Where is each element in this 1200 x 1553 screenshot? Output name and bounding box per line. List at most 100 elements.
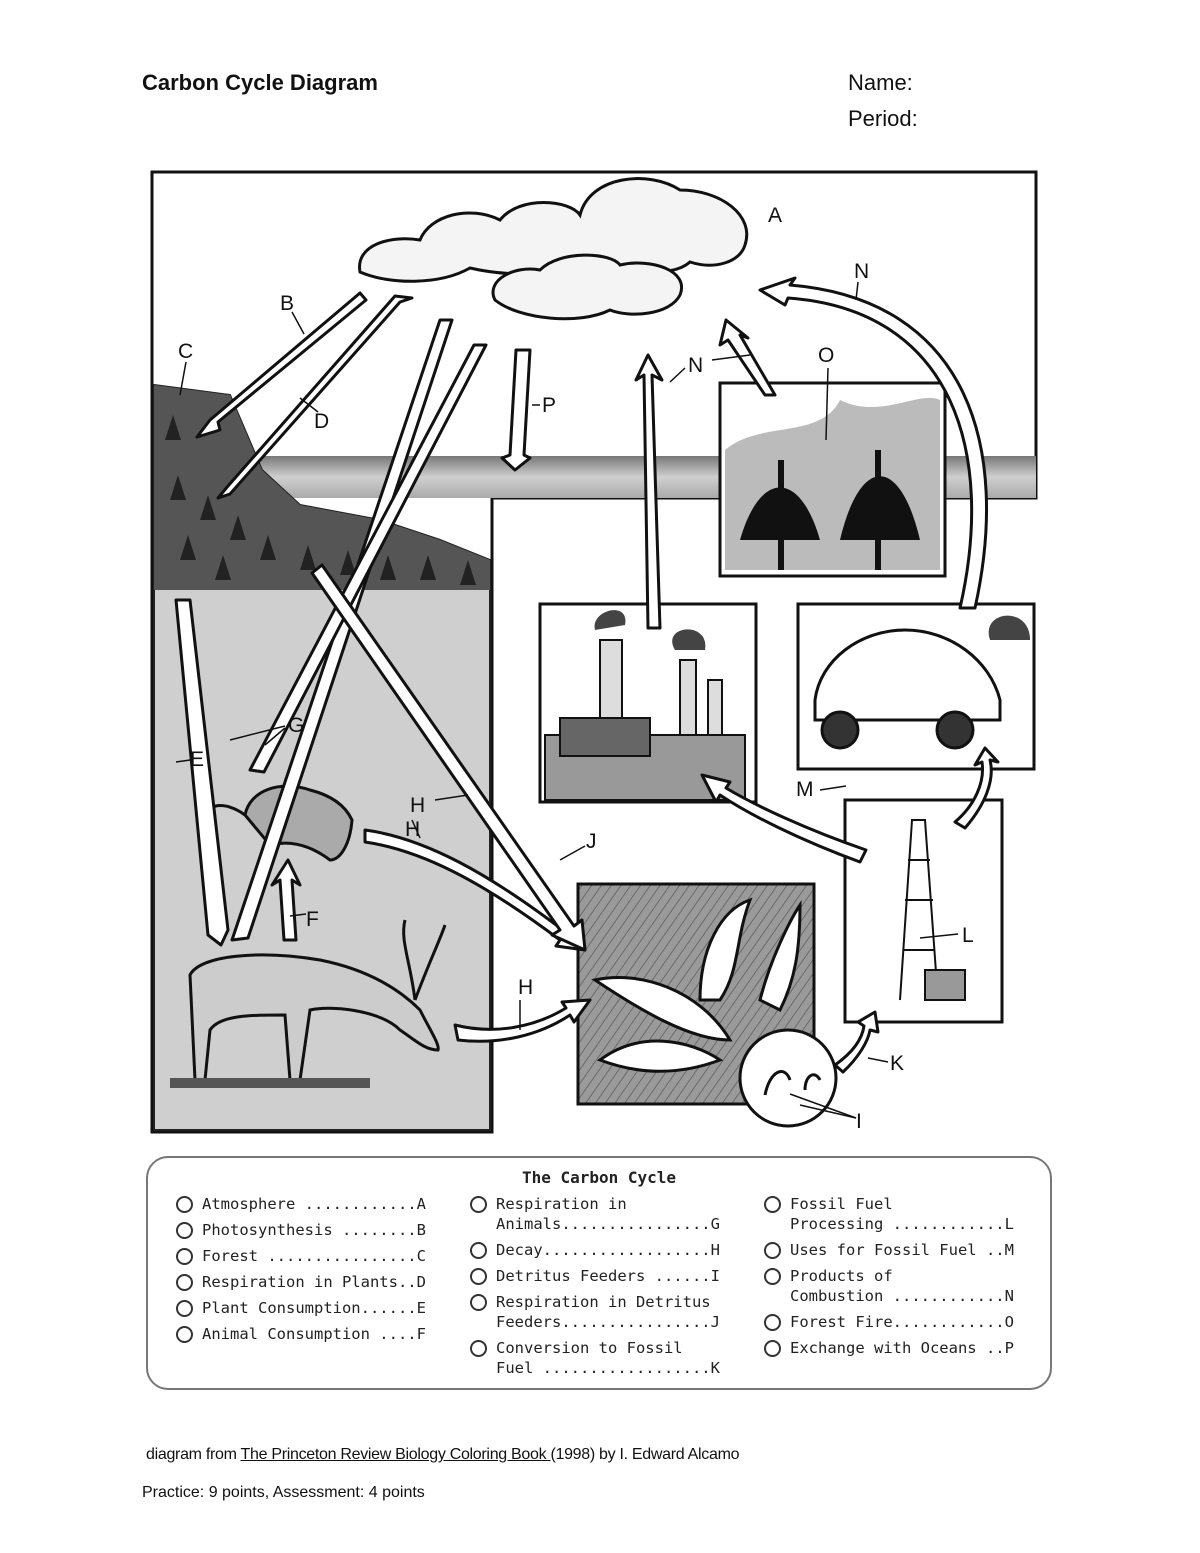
- checkbox-circle-icon[interactable]: [764, 1268, 781, 1285]
- legend-item-text: Respiration in Animals................G: [496, 1195, 720, 1233]
- legend-item: Animal Consumption ....F: [174, 1324, 444, 1344]
- arrow-m2: [953, 746, 1000, 830]
- checkbox-circle-icon[interactable]: [176, 1326, 193, 1343]
- arrow-n2: [718, 318, 777, 397]
- legend-item-text: Photosynthesis ........B: [202, 1221, 426, 1239]
- checkbox-circle-icon[interactable]: [470, 1242, 487, 1259]
- checkbox-circle-icon[interactable]: [764, 1340, 781, 1357]
- arrow-g-1: [230, 318, 454, 942]
- legend-item: Forest ................C: [174, 1246, 444, 1266]
- legend-item: Respiration in Plants..D: [174, 1272, 444, 1292]
- arrow-d: [216, 294, 414, 500]
- checkbox-circle-icon[interactable]: [176, 1248, 193, 1265]
- citation: diagram from The Princeton Review Biolog…: [146, 1446, 740, 1464]
- legend-item: Respiration in Detritus Feeders.........…: [468, 1292, 738, 1332]
- checkbox-circle-icon[interactable]: [470, 1268, 487, 1285]
- legend-item-text: Products of Combustion ............N: [790, 1267, 1014, 1305]
- label-j: J: [586, 830, 597, 853]
- label-i: I: [856, 1110, 862, 1133]
- label-a: A: [768, 204, 782, 227]
- label-p: P: [542, 394, 556, 417]
- label-g: G: [288, 714, 304, 737]
- legend-item: Conversion to Fossil Fuel ..............…: [468, 1338, 738, 1378]
- period-field-label: Period:: [848, 106, 918, 131]
- arrow-h3: [453, 998, 592, 1043]
- arrow-g-2: [248, 343, 488, 774]
- checkbox-circle-icon[interactable]: [764, 1242, 781, 1259]
- legend-item: Respiration in Animals................G: [468, 1194, 738, 1234]
- cycle-arrows: [174, 276, 1000, 1074]
- legend-item-text: Forest ................C: [202, 1247, 426, 1265]
- oil-derrick-panel: [843, 798, 1004, 1024]
- legend-item-text: Uses for Fossil Fuel ..M: [790, 1241, 1014, 1259]
- checkbox-circle-icon[interactable]: [176, 1274, 193, 1291]
- legend-item: Decay..................H: [468, 1240, 738, 1260]
- legend-box: The Carbon Cycle Atmosphere ............…: [146, 1156, 1052, 1390]
- legend-item-text: Exchange with Oceans ..P: [790, 1339, 1014, 1357]
- checkbox-circle-icon[interactable]: [470, 1340, 487, 1357]
- checkbox-circle-icon[interactable]: [470, 1294, 487, 1311]
- label-c: C: [178, 340, 193, 363]
- legend-item-text: Respiration in Plants..D: [202, 1273, 426, 1291]
- cloud-atmosphere: [358, 177, 749, 321]
- checkbox-circle-icon[interactable]: [176, 1196, 193, 1213]
- citation-prefix: diagram from: [146, 1446, 241, 1463]
- arrow-f: [270, 858, 302, 942]
- forest-trees: [165, 415, 476, 585]
- legend-item-text: Detritus Feeders ......I: [496, 1267, 720, 1285]
- points-note: Practice: 9 points, Assessment: 4 points: [142, 1484, 425, 1501]
- name-field-label: Name:: [848, 70, 913, 95]
- label-k: K: [890, 1052, 904, 1075]
- legend-item: Detritus Feeders ......I: [468, 1266, 738, 1286]
- carbon-cycle-diagram: A B C D E F G H H H I J K L M N N O P: [150, 170, 1038, 1134]
- label-n-1: N: [688, 354, 703, 377]
- checkbox-circle-icon[interactable]: [764, 1314, 781, 1331]
- legend-item-text: Atmosphere ............A: [202, 1195, 426, 1213]
- legend-item-text: Conversion to Fossil Fuel ..............…: [496, 1339, 720, 1377]
- diagram-labels: A B C D E F G H H H I J K L M N N O P: [178, 204, 974, 1133]
- legend-item: Atmosphere ............A: [174, 1194, 444, 1214]
- legend-item: Fossil Fuel Processing ............L: [762, 1194, 1032, 1234]
- oil-derrick: [899, 819, 966, 1001]
- legend-item-text: Plant Consumption......E: [202, 1299, 426, 1317]
- checkbox-circle-icon[interactable]: [176, 1300, 193, 1317]
- label-b: B: [280, 292, 294, 315]
- legend-item-text: Respiration in Detritus Feeders.........…: [496, 1293, 720, 1331]
- legend-item: Forest Fire............O: [762, 1312, 1032, 1332]
- page-title: Carbon Cycle Diagram: [142, 70, 378, 95]
- label-f: F: [306, 908, 319, 931]
- legend-column-3: Fossil Fuel Processing ............L Uses…: [762, 1194, 1032, 1364]
- legend-item-text: Fossil Fuel Processing ............L: [790, 1195, 1014, 1233]
- label-h-3: H: [518, 976, 533, 999]
- legend-item: Photosynthesis ........B: [174, 1220, 444, 1240]
- arrow-e: [174, 598, 230, 947]
- citation-suffix: (1998) by I. Edward Alcamo: [550, 1446, 740, 1463]
- arrow-n1: [634, 353, 664, 630]
- arrow-m: [700, 773, 868, 864]
- label-o: O: [818, 344, 834, 367]
- arrow-b: [195, 291, 368, 439]
- arrow-n3: [758, 276, 989, 610]
- car: [813, 628, 1002, 750]
- leader-lines: [175, 281, 959, 1119]
- label-h-1: H: [410, 794, 425, 817]
- label-d: D: [314, 410, 329, 433]
- checkbox-circle-icon[interactable]: [764, 1196, 781, 1213]
- fossil-bones: [591, 897, 802, 1073]
- arrow-h2: [310, 563, 587, 952]
- legend-title: The Carbon Cycle: [521, 1168, 677, 1187]
- arrow-p: [500, 348, 532, 472]
- legend-item-text: Decay..................H: [496, 1241, 720, 1259]
- checkbox-circle-icon[interactable]: [176, 1222, 193, 1239]
- checkbox-circle-icon[interactable]: [470, 1196, 487, 1213]
- label-n-2: N: [854, 260, 869, 283]
- deer: [188, 919, 447, 1082]
- label-l: L: [962, 924, 974, 947]
- legend-item: Plant Consumption......E: [174, 1298, 444, 1318]
- legend-item-text: Forest Fire............O: [790, 1313, 1014, 1331]
- legend-column-1: Atmosphere ............A Photosynthesis .…: [174, 1194, 444, 1350]
- detritus-organisms: [763, 1070, 822, 1096]
- legend-item: Exchange with Oceans ..P: [762, 1338, 1032, 1358]
- grass: [170, 1078, 370, 1088]
- legend-column-2: Respiration in Animals................G D…: [468, 1194, 738, 1384]
